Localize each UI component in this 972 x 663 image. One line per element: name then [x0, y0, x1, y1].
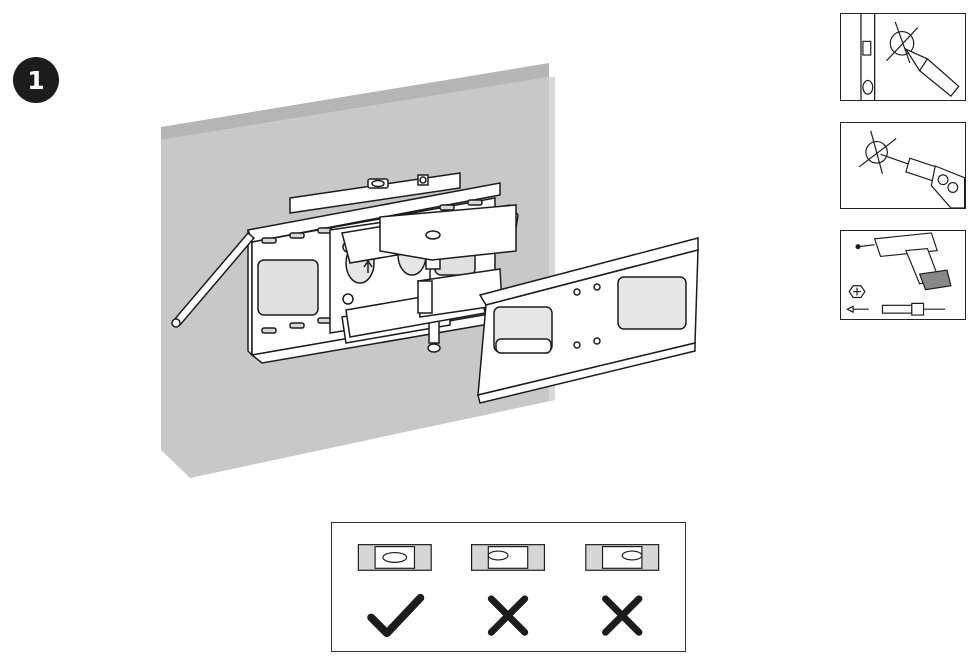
wall-mount-svg: [161, 63, 699, 478]
plate-slots: [261, 199, 483, 334]
mark-holes-svg: [860, 14, 960, 100]
inset-mark-holes: [840, 13, 966, 101]
cross-icon: [602, 595, 643, 636]
crosshair-icon: [858, 130, 897, 174]
crosshair-icon: [885, 21, 919, 64]
step-number: 1: [27, 65, 45, 95]
phillips-head-icon: [848, 285, 866, 299]
drive-screws-svg: [845, 232, 952, 316]
inset-drive-screws: [840, 230, 966, 320]
wall-top-face: [161, 63, 549, 140]
wall-mount-illustration: [150, 55, 710, 485]
pencil-icon: [904, 47, 960, 97]
level-vial-centered: [357, 544, 432, 571]
level-check-svg: [357, 544, 660, 638]
level-check-panel: [331, 522, 686, 652]
articulating-arms: [341, 204, 519, 353]
up-arrow-icon: [363, 259, 373, 273]
drill-bit-icon: [880, 153, 965, 208]
tv-plate: [477, 237, 699, 404]
level-vial-right: [585, 544, 660, 571]
inset-drill-holes: [840, 122, 966, 209]
check-icon: [367, 593, 425, 638]
wall-anchor-icon: [845, 302, 946, 316]
drill-holes-svg: [858, 130, 965, 208]
pencil-icon: [171, 231, 256, 328]
spirit-level-icon: [289, 172, 461, 214]
cross-icon: [487, 595, 529, 636]
power-drill-icon: [855, 232, 952, 291]
level-vial-left: [470, 544, 546, 571]
step-number-badge: 1: [13, 57, 59, 103]
